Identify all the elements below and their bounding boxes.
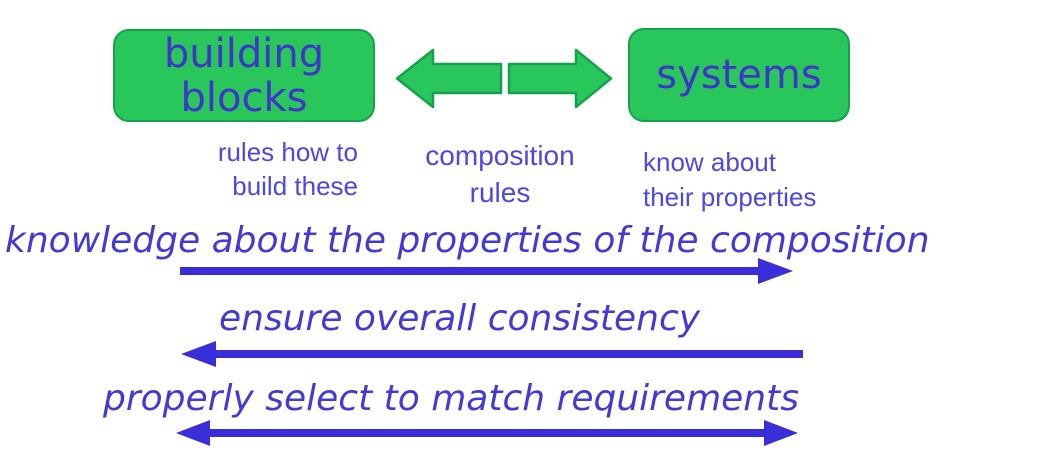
systems-box-title: systems: [656, 52, 822, 98]
flow-arrow-left-icon: [181, 341, 803, 367]
flow-text-select: properly select to match requirements: [103, 378, 799, 419]
green-block-arrow-left-icon: [395, 48, 503, 109]
flow-text-knowledge: knowledge about the properties of the co…: [5, 220, 930, 261]
building-blocks-caption: rules how to build these: [140, 135, 358, 203]
building-blocks-caption-line1: rules how to: [217, 137, 358, 167]
building-blocks-caption-line2: build these: [232, 171, 358, 201]
systems-caption-line2: their properties: [643, 182, 817, 212]
flow-arrow-right-icon: [180, 258, 793, 284]
systems-caption: know about their properties: [643, 145, 816, 215]
building-blocks-box-line2: blocks: [180, 74, 308, 121]
green-block-arrow-right-icon: [507, 48, 613, 109]
flow-text-consistency: ensure overall consistency: [219, 298, 701, 339]
composition-rules-caption-line1: composition: [425, 140, 575, 171]
systems-box: systems: [628, 28, 850, 122]
flow-arrow-double-icon: [176, 420, 798, 446]
building-blocks-box: building blocks: [113, 29, 375, 122]
building-blocks-box-line1: building: [163, 30, 325, 77]
composition-rules-caption: composition rules: [390, 137, 610, 211]
composition-rules-caption-line2: rules: [469, 177, 531, 208]
systems-caption-line1: know about: [643, 147, 776, 177]
